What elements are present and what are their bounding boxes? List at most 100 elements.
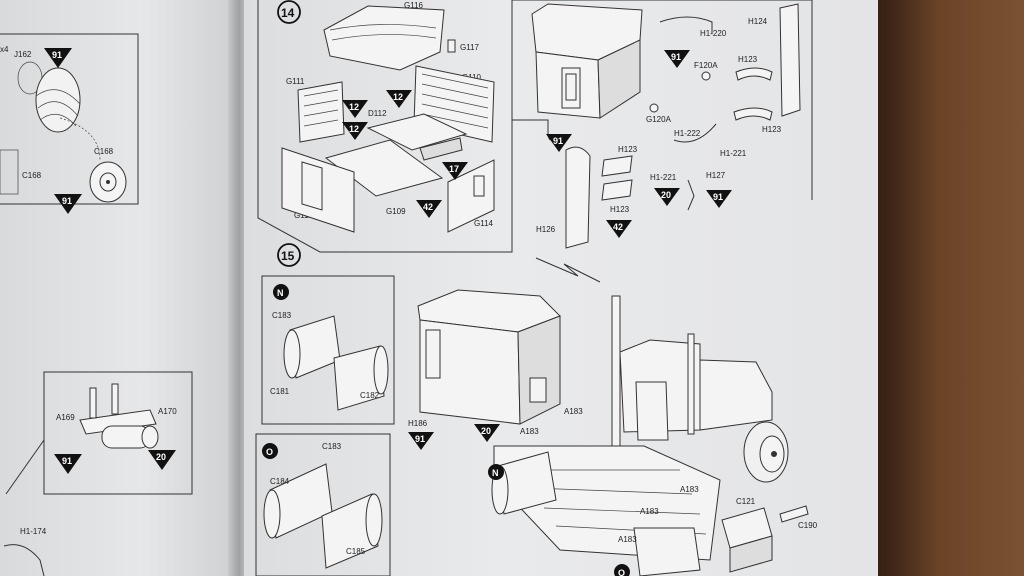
- step-15-badge: [277, 243, 301, 267]
- handle-low-part: [673, 123, 717, 143]
- paint-marker: 42: [416, 200, 442, 218]
- tire-ring-label: J162: [14, 50, 32, 59]
- top-handle-label: H1-220: [700, 29, 727, 38]
- grab2-part: [733, 107, 773, 121]
- paint-marker: 20: [148, 450, 176, 470]
- svg-text:91: 91: [553, 136, 563, 146]
- step-a-label: A183: [564, 407, 583, 416]
- top-handle-part: [659, 16, 713, 34]
- light-label: F120A: [694, 61, 718, 70]
- sub-n-tank: [283, 315, 389, 411]
- sub-n-part-b-label: C182: [360, 391, 380, 400]
- svg-text:12: 12: [349, 124, 359, 134]
- battery-label: C121: [736, 497, 756, 506]
- rail-label: H123: [618, 145, 638, 154]
- hub-label: C168: [94, 147, 114, 156]
- floor-part: [324, 139, 444, 197]
- key-n-marker: [488, 464, 504, 480]
- key-o-label: O: [266, 447, 273, 457]
- tire-part: [35, 67, 81, 133]
- svg-text:20: 20: [481, 426, 491, 436]
- paint-marker: 91: [664, 50, 690, 68]
- svg-text:42: 42: [613, 222, 623, 232]
- step-b-label: A183: [520, 427, 539, 436]
- key-n-marker-label: N: [492, 468, 499, 478]
- paint-marker: 20: [474, 424, 500, 442]
- mirror-top-label: H124: [748, 17, 768, 26]
- paint-marker: 20: [654, 188, 680, 206]
- light2-label: G120A: [646, 115, 672, 124]
- bed-part: [366, 113, 468, 151]
- key-o-marker: [614, 564, 630, 576]
- paint-marker: 12: [386, 90, 412, 108]
- left-tank-panel: A169 A170 91 20 H1-174: [3, 371, 193, 576]
- sub-n-clip-label: C183: [272, 311, 292, 320]
- rail2-label: H123: [610, 205, 630, 214]
- truck-cab: [611, 295, 773, 457]
- truck-battery: [721, 507, 773, 573]
- paint-marker: 91: [54, 454, 82, 474]
- svg-text:42: 42: [423, 202, 433, 212]
- handle-low-label: H1-222: [674, 129, 701, 138]
- light-part: [701, 71, 711, 81]
- step-15-number: 15: [281, 249, 295, 263]
- tank-right-label: A170: [158, 407, 177, 416]
- step-d-label: A183: [640, 507, 659, 516]
- rear-wall-part: [297, 81, 345, 143]
- fender-label: H126: [536, 225, 556, 234]
- svg-text:12: 12: [393, 92, 403, 102]
- grab1-part: [735, 67, 773, 81]
- mirror-top-part: [779, 3, 801, 117]
- horn-label: H1-221: [650, 173, 677, 182]
- roof-part: [323, 5, 445, 71]
- truck-wheel: [743, 421, 789, 483]
- paint-marker: 91: [706, 190, 732, 208]
- sub-panel-n: [261, 275, 395, 425]
- battery-lid-part: [779, 505, 809, 523]
- sub-n-part-a-label: C181: [270, 387, 290, 396]
- rear-wall-label: G111: [286, 77, 305, 86]
- side-part-label: C168: [22, 171, 42, 180]
- svg-text:91: 91: [713, 192, 723, 202]
- key-o-badge: [262, 443, 278, 459]
- battery-lid-label: C190: [798, 521, 818, 530]
- svg-text:91: 91: [62, 456, 72, 466]
- rail-part: [601, 155, 633, 177]
- sub-o-part-b-label: C185: [346, 547, 366, 556]
- paint-marker: 91: [408, 432, 434, 450]
- roof-label: G116: [404, 1, 424, 10]
- cab-body-part: [531, 3, 643, 119]
- paint-marker: 12: [342, 100, 368, 118]
- step-14-number: 14: [281, 6, 295, 20]
- svg-text:17: 17: [449, 164, 459, 174]
- paint-marker: 91: [546, 134, 572, 152]
- floor-label: G109: [386, 207, 406, 216]
- fender-part: [565, 146, 591, 249]
- svg-text:12: 12: [349, 102, 359, 112]
- paint-marker: 42: [606, 220, 632, 238]
- ladder-label: H186: [408, 419, 428, 428]
- left-tire-panel: x4 J162 91 C168 91: [0, 33, 139, 214]
- bottom-part-label: H1-174: [20, 527, 47, 536]
- tank-part: [79, 383, 159, 449]
- clip-label: G117: [460, 43, 480, 52]
- sub-o-part-a-label: C184: [270, 477, 290, 486]
- paint-marker: 17: [442, 162, 468, 180]
- grab2-label: H123: [762, 125, 782, 134]
- step-14-badge: [277, 0, 301, 24]
- rail2-part: [601, 179, 633, 201]
- wooden-table: [860, 0, 1024, 576]
- tire-qty-label: x4: [0, 45, 9, 54]
- light2-part: [649, 103, 659, 113]
- key-n-label: N: [277, 288, 284, 298]
- sub-o-tank: [263, 463, 383, 569]
- horn-part: [687, 179, 695, 211]
- step-e-label: A183: [618, 535, 637, 544]
- key-n-badge: [273, 284, 289, 300]
- truck-fuel-tank: [491, 451, 701, 576]
- paint-marker: 12: [342, 122, 368, 140]
- horn2-label: H127: [706, 171, 726, 180]
- tank-left-label: A169: [56, 413, 75, 422]
- svg-text:20: 20: [156, 452, 166, 462]
